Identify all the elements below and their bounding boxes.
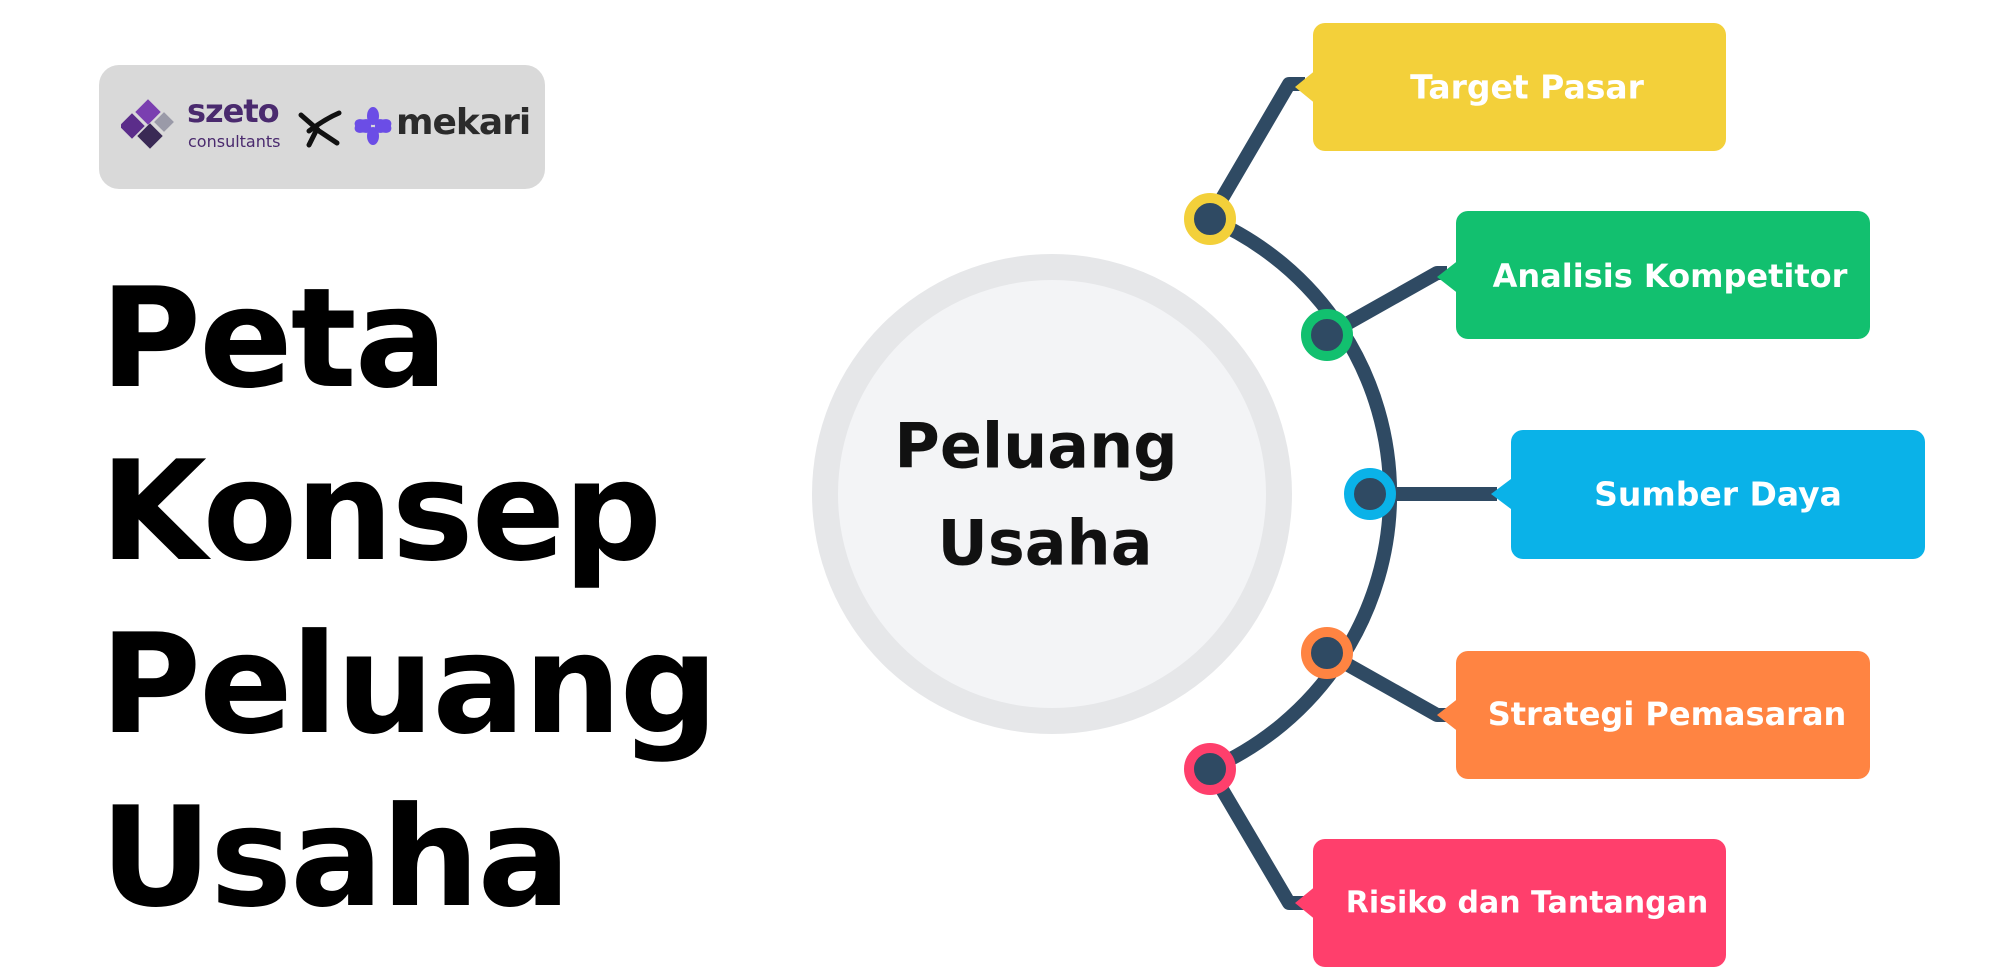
collab-x-icon xyxy=(298,110,342,148)
branch-pointer xyxy=(1295,885,1317,921)
branch-risiko-dan-tantangan: Risiko dan Tantangan xyxy=(1184,743,1726,967)
branch-node xyxy=(1301,309,1353,361)
branch-pointer xyxy=(1437,697,1460,733)
szeto-logo-icon xyxy=(121,99,174,149)
branch-sumber-daya: Sumber Daya xyxy=(1344,430,1925,559)
hub-label-line-1: Peluang xyxy=(894,410,1177,483)
title-line-3: Peluang xyxy=(100,604,718,765)
branch-target-pasar: Target Pasar xyxy=(1184,23,1726,245)
branch-label: Strategi Pemasaran xyxy=(1488,695,1847,733)
mekari-wordmark: mekari xyxy=(396,102,531,143)
hub-circle xyxy=(838,280,1266,708)
branch-node xyxy=(1184,743,1236,795)
branch-pointer xyxy=(1295,69,1317,105)
branch-label: Target Pasar xyxy=(1410,68,1645,107)
branch-label: Analisis Kompetitor xyxy=(1493,257,1848,295)
branch-box xyxy=(1313,839,1726,967)
szeto-wordmark: szeto xyxy=(187,92,280,130)
page-title: Peta Konsep Peluang Usaha xyxy=(100,252,718,944)
branch-label: Sumber Daya xyxy=(1594,475,1842,514)
branch-pointer xyxy=(1491,476,1515,512)
branch-label: Risiko dan Tantangan xyxy=(1346,886,1708,921)
mekari-star-icon xyxy=(354,107,392,145)
branch-pointer xyxy=(1437,259,1460,295)
branch-node xyxy=(1344,468,1396,520)
branch-box xyxy=(1456,651,1870,779)
branch-node xyxy=(1184,193,1236,245)
title-line-4: Usaha xyxy=(100,777,571,938)
branch-box xyxy=(1511,430,1925,559)
partner-logos: szeto consultants mekari xyxy=(99,65,545,189)
hub-label-line-2: Usaha xyxy=(937,507,1152,580)
title-line-1: Peta xyxy=(100,258,448,419)
branch-strategi-pemasaran: Strategi Pemasaran xyxy=(1301,627,1870,779)
branch-box xyxy=(1313,23,1726,151)
branch-analisis-kompetitor: Analisis Kompetitor xyxy=(1301,211,1870,361)
branch-node xyxy=(1301,627,1353,679)
szeto-tagline: consultants xyxy=(188,132,281,151)
title-line-2: Konsep xyxy=(100,431,662,592)
branch-box xyxy=(1456,211,1870,339)
